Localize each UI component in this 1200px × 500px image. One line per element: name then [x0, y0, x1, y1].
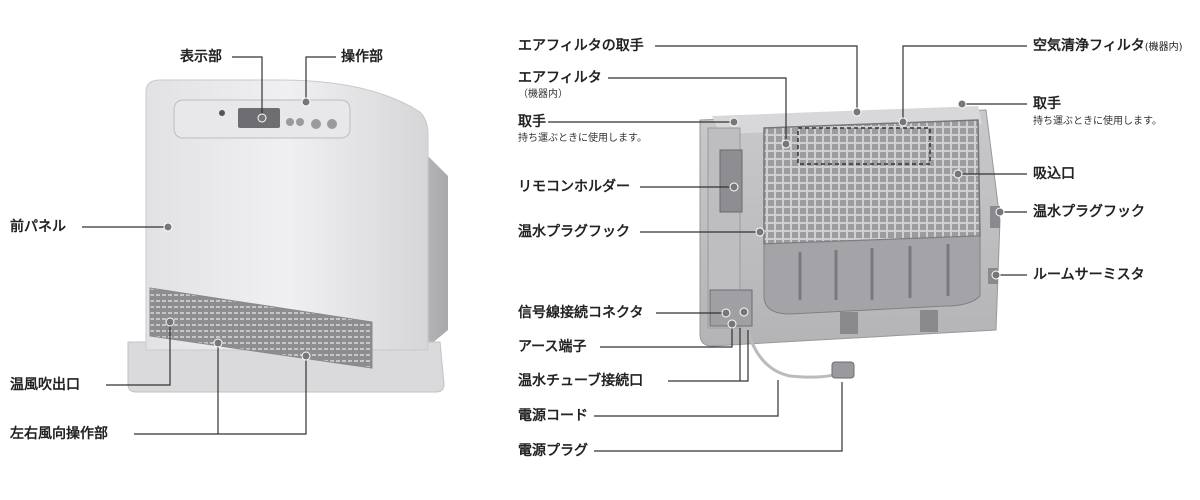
label-purifier-filter-text: 空気清浄フィルタ: [1033, 38, 1145, 54]
label-earth-terminal: アース端子: [518, 339, 587, 355]
label-handle-left: 取手: [518, 114, 546, 130]
rear-leader-dots: [721, 99, 1005, 329]
label-display: 表示部: [180, 49, 222, 65]
label-operation: 操作部: [341, 49, 383, 65]
label-air-filter: エアフィルタ: [518, 70, 602, 86]
label-signal-connector: 信号線接続コネクタ: [518, 305, 644, 321]
label-remote-holder: リモコンホルダー: [518, 179, 630, 195]
label-intake: 吸込口: [1033, 166, 1075, 182]
power-plug-shape: [831, 361, 855, 379]
purifier-outline: [797, 127, 931, 165]
label-hot-water-hook-left: 温水プラグフック: [518, 224, 630, 240]
label-air-filter-note: （機器内）: [518, 89, 568, 100]
rear-leader-lines: [548, 45, 1027, 452]
label-power-plug: 電源プラグ: [518, 443, 588, 459]
label-handle-right: 取手: [1033, 96, 1061, 112]
label-tube-connection: 温水チューブ接続口: [518, 373, 644, 389]
remote-holder-shape: [719, 149, 743, 213]
rear-heater-unit: [699, 106, 1001, 379]
label-hot-water-hook-right: 温水プラグフック: [1033, 204, 1145, 220]
label-power-cord: 電源コード: [518, 408, 588, 424]
label-filter-handle: エアフィルタの取手: [518, 38, 644, 54]
label-warm-air-outlet: 温風吹出口: [10, 377, 80, 393]
label-purifier-filter-note: (機器内): [1144, 42, 1183, 53]
label-louver-control: 左右風向操作部: [10, 426, 108, 442]
label-handle-right-note: 持ち運ぶときに使用します。: [1033, 116, 1162, 127]
front-leader-dots: [163, 97, 311, 361]
label-room-thermistor: ルームサーミスタ: [1033, 267, 1145, 283]
label-purifier-filter: 空気清浄フィルタ(機器内): [1033, 38, 1183, 56]
label-handle-left-note: 持ち運ぶときに使用します。: [518, 133, 647, 144]
front-heater-unit: [127, 79, 448, 393]
front-leader-lines: [82, 56, 336, 435]
label-front-panel: 前パネル: [10, 219, 66, 235]
